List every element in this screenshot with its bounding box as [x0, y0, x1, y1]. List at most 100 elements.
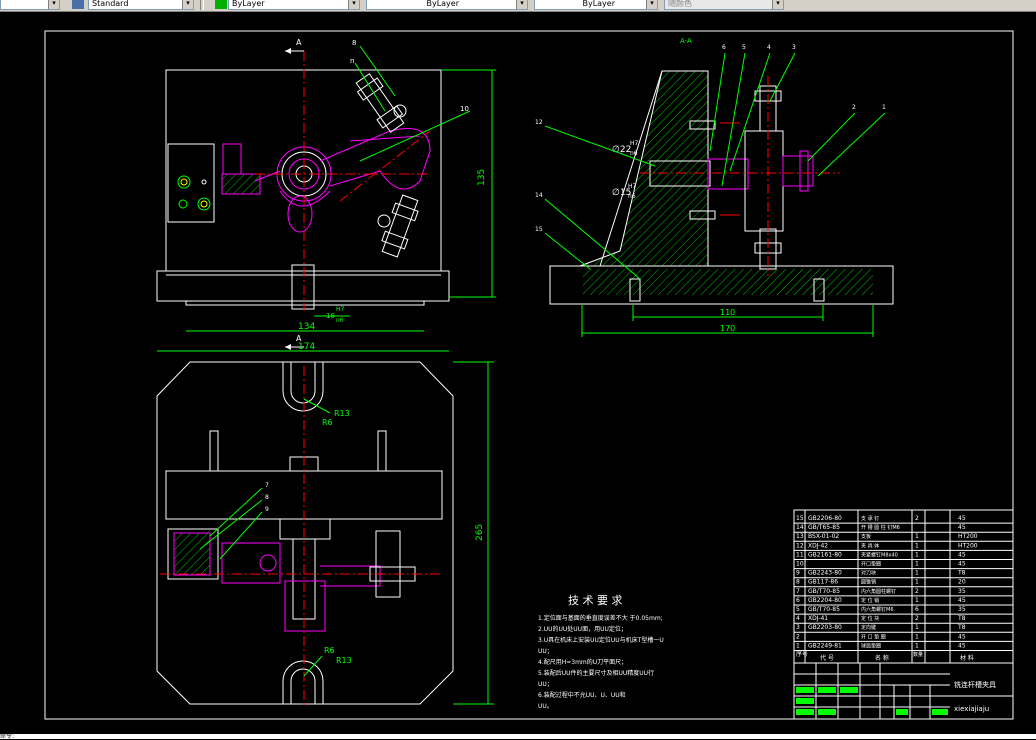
text-style-combo[interactable]: Standard ▾ — [88, 0, 194, 10]
balloon-9: 9 — [265, 506, 269, 513]
bom-cell-mat: 35 — [958, 588, 966, 595]
bom-cell-no: 13 — [796, 533, 804, 540]
dim-dia15: ∅15 — [612, 188, 631, 198]
linetype-value: ByLayer — [426, 0, 459, 8]
bom-cell-qty: 2 — [915, 588, 919, 595]
plotstyle-value: 随颜色 — [668, 0, 692, 8]
dim-r13-top: R13 — [334, 409, 350, 418]
bom-header-code: 代 号 — [820, 654, 834, 662]
chevron-down-icon[interactable]: ▾ — [646, 0, 657, 9]
bom-cell-mat: 35 — [958, 606, 966, 613]
bom-cell-code: GB/T70-85 — [808, 606, 840, 613]
bom-cell-mat: 45 — [958, 561, 966, 568]
bom-cell-qty: 1 — [915, 533, 919, 540]
tech-line: 4.配尺用H=3mm的U刀平面尺； — [538, 658, 627, 666]
bom-cell-code: GB117-86 — [808, 579, 838, 586]
section-label: A-A — [680, 37, 692, 45]
bom-cell-qty: 2 — [915, 515, 919, 522]
color-combo[interactable]: ByLayer ▾ — [228, 0, 360, 10]
bom-cell-code: GB2206-80 — [808, 515, 842, 522]
bom-cell-qty: 1 — [915, 551, 919, 558]
dim-110: 110 — [720, 308, 735, 317]
chevron-down-icon[interactable]: ▾ — [772, 0, 783, 9]
bom-cell-code: GB2243-80 — [808, 570, 842, 577]
bottom-view: R13 R6 R6 R13 265 7 8 9 — [156, 361, 494, 706]
layer-combo[interactable]: ▾ — [0, 0, 60, 10]
tech-line: 6.装配过程中不允UU、U、UU和 — [538, 691, 626, 699]
tech-line: UU； — [538, 681, 553, 688]
bom-cell-qty: 1 — [915, 597, 919, 604]
balloon-12: 12 — [535, 119, 543, 126]
bom-cell-code: XDJ-41 — [808, 615, 828, 622]
bom-cell-mat: T8 — [957, 615, 966, 622]
bom-cell-no: 1 — [796, 642, 800, 649]
bom-cell-no: 14 — [796, 524, 804, 531]
dim-dia22-lower: n6 — [630, 150, 638, 157]
bom-cell-qty: 1 — [915, 579, 919, 586]
bom-cell-name: 开 槽 圆 柱 钉M6 — [861, 524, 900, 531]
tech-line: 5.装配后UU件的主要尺寸及相UU精度UU行 — [538, 669, 654, 677]
bom-cell-mat: T8 — [957, 624, 966, 631]
bom-cell-qty: 6 — [915, 606, 919, 613]
chevron-down-icon[interactable]: ▾ — [516, 0, 527, 9]
bom-cell-no: 6 — [796, 597, 800, 604]
drawing-frame — [44, 30, 1014, 720]
tech-line: 1.定位面与基面的垂直度误差不大 于0.05mm; — [538, 614, 663, 622]
balloon-1: 1 — [882, 104, 886, 111]
text-style-value: Standard — [92, 0, 129, 8]
chevron-down-icon[interactable]: ▾ — [48, 0, 59, 9]
bom-cell-name: 对刀块 — [861, 570, 876, 577]
linetype-combo[interactable]: ByLayer ▾ — [366, 0, 528, 10]
bom-cell-mat: 45 — [958, 551, 966, 558]
bom-header-qty: 数量 — [913, 651, 923, 658]
plotstyle-combo[interactable]: 随颜色 ▾ — [664, 0, 784, 10]
text-style-icon[interactable] — [72, 0, 84, 9]
bom-cell-mat: HT200 — [958, 533, 978, 540]
dim-174: 174 — [298, 342, 315, 352]
lineweight-combo[interactable]: ByLayer▾ — [534, 0, 658, 10]
balloon-4: 4 — [767, 44, 771, 51]
bom-cell-name: 圆锥销 — [861, 579, 876, 586]
bom-cell-no: 7 — [796, 588, 800, 595]
bom-cell-mat: 20 — [958, 579, 966, 586]
bom-cell-no: 15 — [796, 515, 804, 522]
part-name: 铣连杆槽夹具 — [954, 680, 996, 689]
bom-cell-name: 定向键 — [861, 624, 876, 631]
bom-cell-no: 3 — [796, 624, 800, 631]
chevron-down-icon[interactable]: ▾ — [182, 0, 193, 9]
cad-drawing: A A 135 134 174 18 H7 n6 8 n 10 A-A — [44, 30, 1014, 720]
bom-cell-no: 12 — [796, 542, 804, 549]
dim-18: 18 — [326, 312, 335, 320]
tech-line: 3.U具在机床上安装UU定位UU与机床T型槽一U — [538, 636, 664, 644]
properties-toolbar: ▾ Standard▾ ByLayer▾ ByLayer▾ ByLayer▾ 随… — [0, 0, 1036, 12]
tech-line: UU； — [538, 648, 553, 655]
bom-cell-qty: 2 — [915, 615, 919, 622]
bom-header-no: 序号 — [796, 650, 808, 658]
bom-cell-name: 定 位 销 — [861, 597, 879, 604]
chevron-down-icon[interactable]: ▾ — [348, 0, 359, 9]
bom-cell-name: 开口垫圈 — [861, 561, 881, 568]
dim-dia22: ∅22 — [612, 145, 631, 155]
bom-cell-mat: HT200 — [958, 542, 978, 549]
bom-cell-name: 球面垫圈 — [861, 642, 881, 649]
command-prompt: 命令: — [0, 733, 15, 740]
bom-cell-no: 5 — [796, 606, 800, 613]
color-value: ByLayer — [232, 0, 265, 8]
bom-cell-name: 夹紧螺钉M8x40 — [861, 551, 898, 558]
balloon-7: 7 — [265, 482, 269, 489]
bom-cell-no: 9 — [796, 570, 800, 577]
balloon-10: 10 — [460, 105, 469, 113]
top-view: A A 135 134 174 18 H7 n6 8 n 10 — [156, 38, 496, 352]
drawing-canvas[interactable]: A A 135 134 174 18 H7 n6 8 n 10 A-A — [0, 11, 1036, 735]
tech-requirements: 技 术 要 求 1.定位面与基面的垂直度误差不大 于0.05mm; 2.UU的U… — [538, 594, 664, 710]
tech-title: 技 术 要 求 — [568, 594, 623, 607]
bom-cell-code: BSX-01-02 — [808, 533, 839, 540]
view-label-a-lower: A — [296, 334, 302, 343]
dim-dia15-lower: n6 — [628, 193, 636, 200]
balloon-6: 6 — [722, 44, 726, 51]
bom-cell-no: 11 — [796, 551, 804, 558]
command-line[interactable]: 命令: — [0, 733, 1036, 740]
bom-cell-qty: 1 — [915, 624, 919, 631]
section-view: A-A 110 170 ∅22 H7 n6 ∅15 H — [535, 37, 894, 337]
